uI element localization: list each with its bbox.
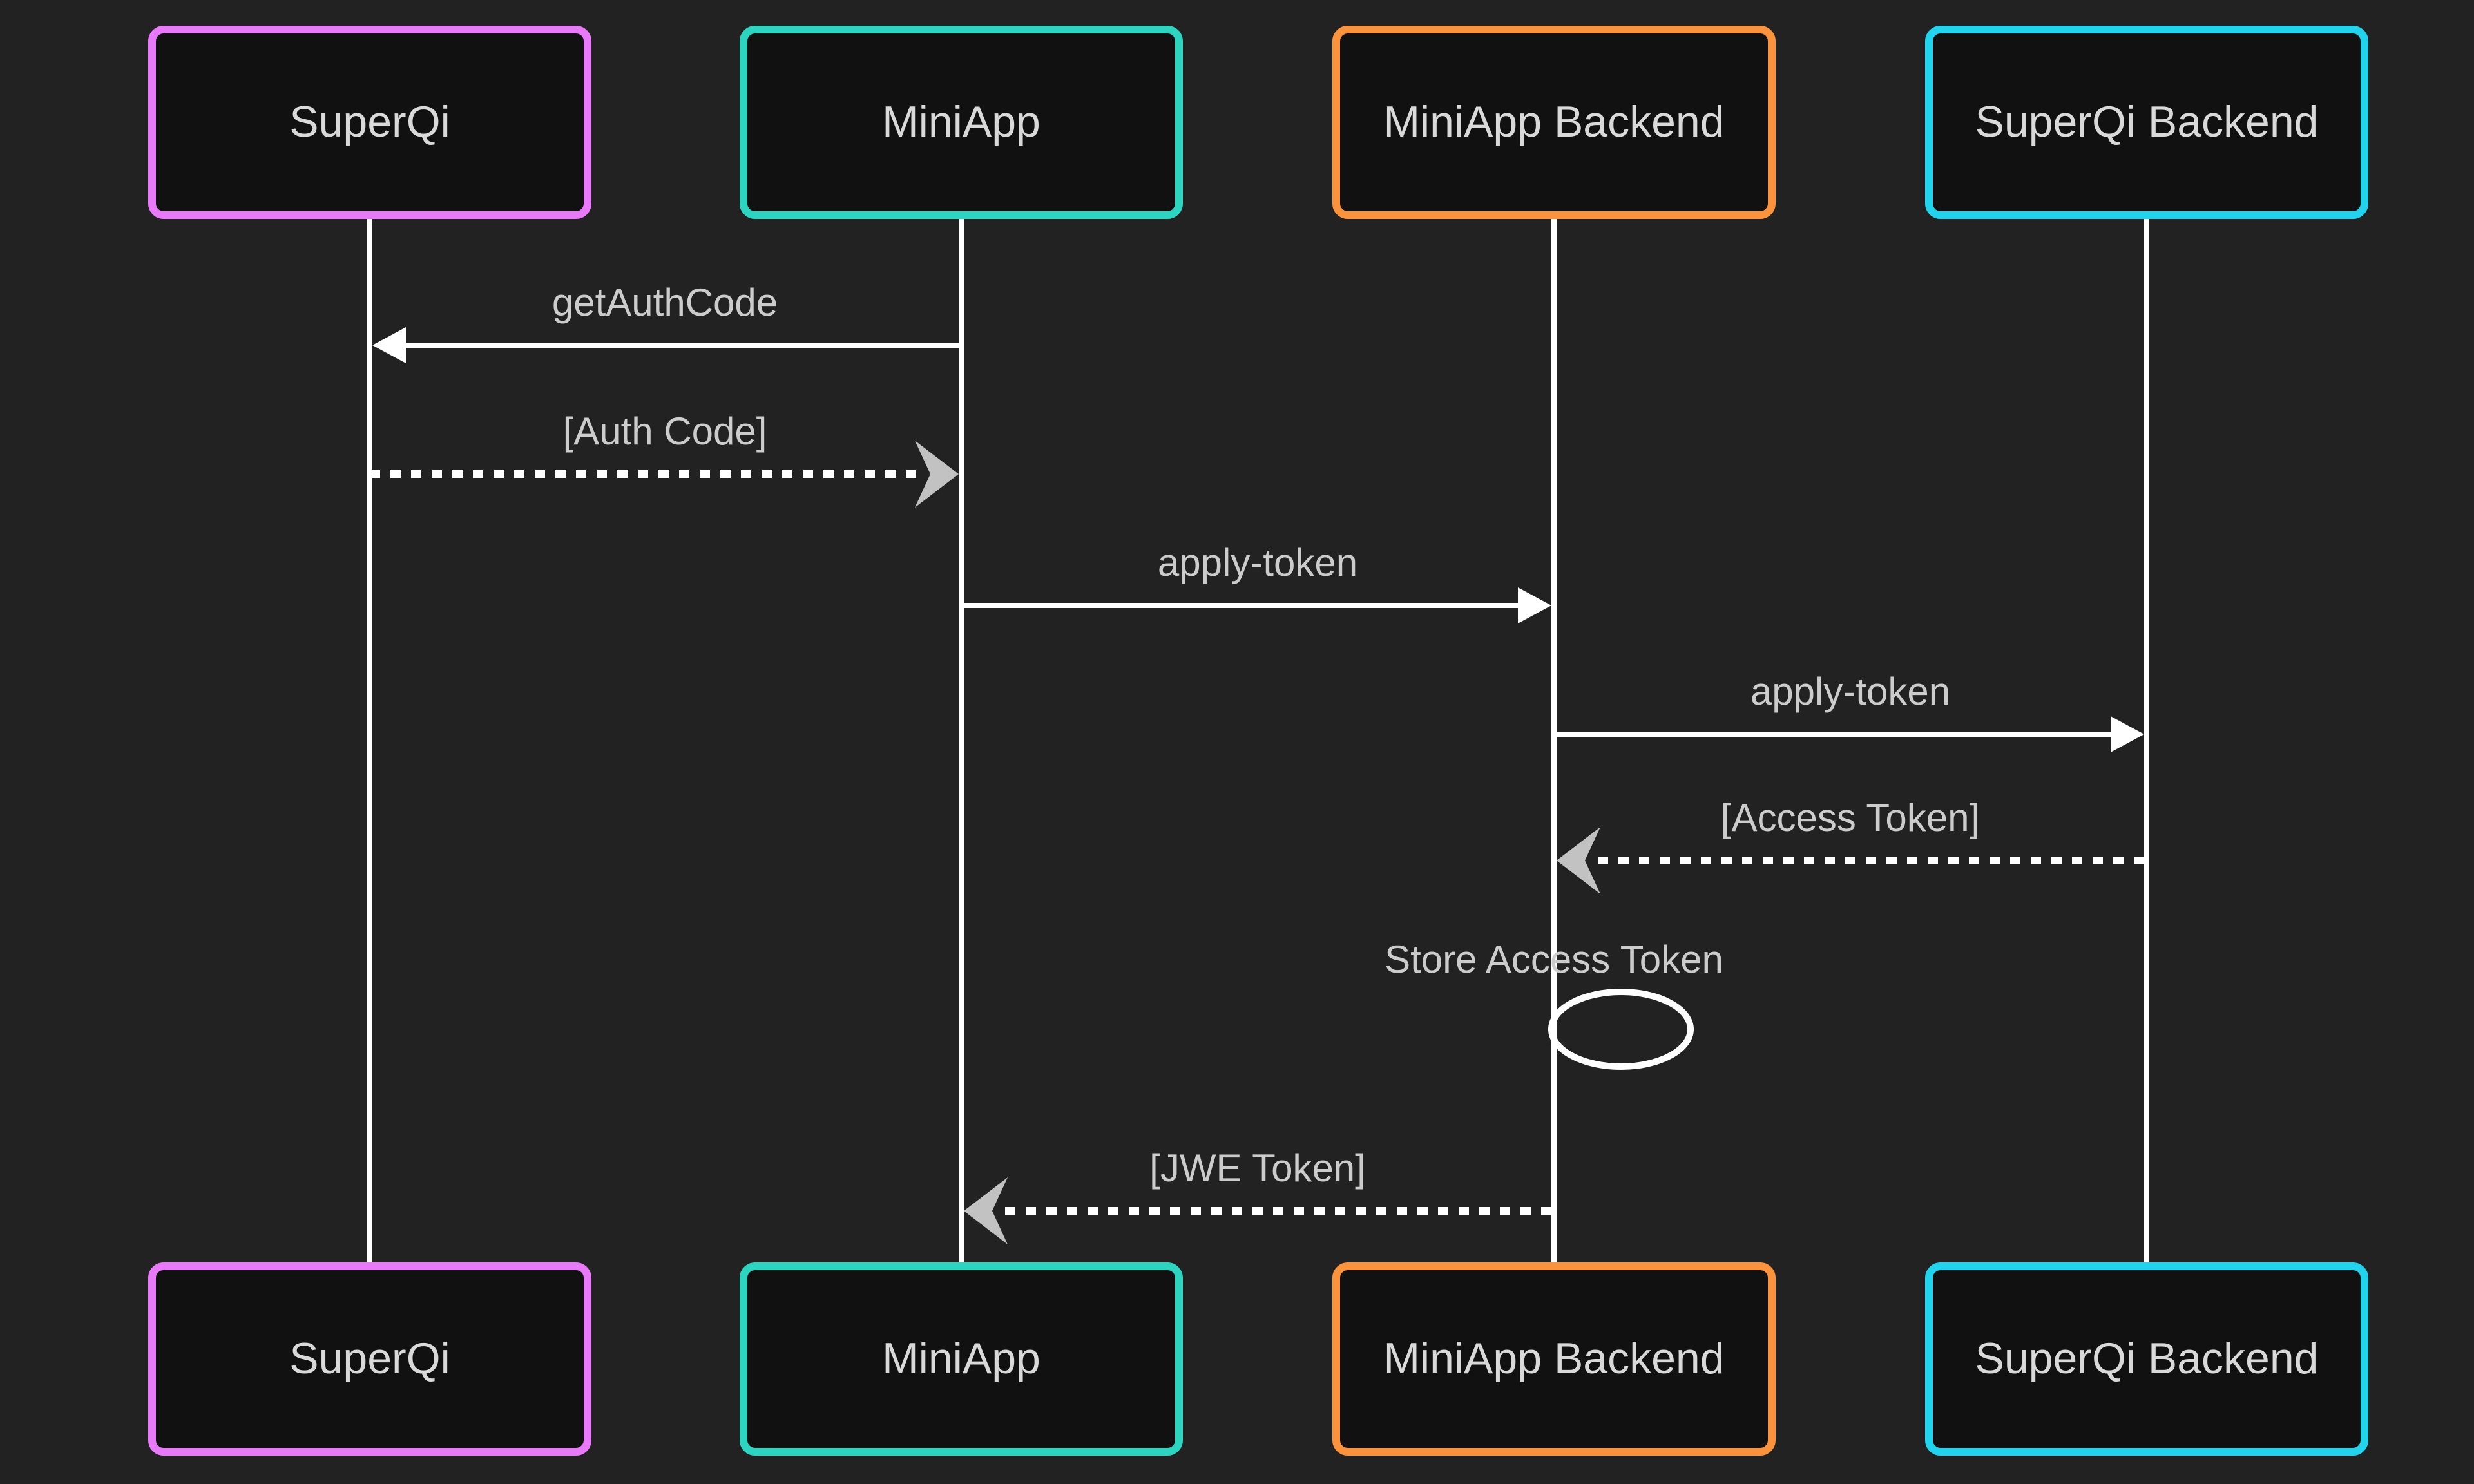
- message-label-storeaccesstoken: Store Access Token: [1385, 939, 1723, 982]
- actor-top-miniapp: MiniApp: [740, 26, 1183, 219]
- arrow-applytoken2-head: [2111, 716, 2144, 752]
- actor-bottom-miniapp: MiniApp: [740, 1262, 1183, 1456]
- actor-label: SuperQi Backend: [1975, 97, 2319, 146]
- actor-label: SuperQi: [289, 97, 450, 146]
- message-label-authcode: [Auth Code]: [562, 411, 767, 453]
- actor-label: MiniApp Backend: [1383, 1334, 1725, 1383]
- actor-bottom-miniapp-backend: MiniApp Backend: [1332, 1262, 1776, 1456]
- arrow-authcode-open-head: [915, 441, 959, 508]
- arrow-accesstoken-open-head: [1557, 827, 1600, 894]
- self-loop-ellipse: [1548, 989, 1694, 1070]
- actor-label: MiniApp: [882, 97, 1040, 146]
- actor-top-superqi-backend: SuperQi Backend: [1925, 26, 2368, 219]
- arrow-applytoken1-head: [1518, 587, 1551, 623]
- arrow-jwetoken-open-head: [964, 1177, 1008, 1244]
- actor-top-miniapp-backend: MiniApp Backend: [1332, 26, 1776, 219]
- message-label-accesstoken: [Access Token]: [1720, 797, 1980, 840]
- actor-label: SuperQi Backend: [1975, 1334, 2319, 1383]
- message-label-applytoken-2: apply-token: [1750, 671, 1951, 714]
- actor-bottom-superqi-backend: SuperQi Backend: [1925, 1262, 2368, 1456]
- actor-label: MiniApp: [882, 1334, 1040, 1383]
- actor-bottom-superqi: SuperQi: [148, 1262, 591, 1456]
- actor-top-superqi: SuperQi: [148, 26, 591, 219]
- message-label-getauthcode: getAuthCode: [551, 282, 778, 325]
- message-label-jwetoken: [JWE Token]: [1149, 1148, 1366, 1190]
- arrow-getauthcode-head: [372, 327, 406, 363]
- actor-label: SuperQi: [289, 1334, 450, 1383]
- actor-label: MiniApp Backend: [1383, 97, 1725, 146]
- message-label-applytoken-1: apply-token: [1157, 542, 1358, 585]
